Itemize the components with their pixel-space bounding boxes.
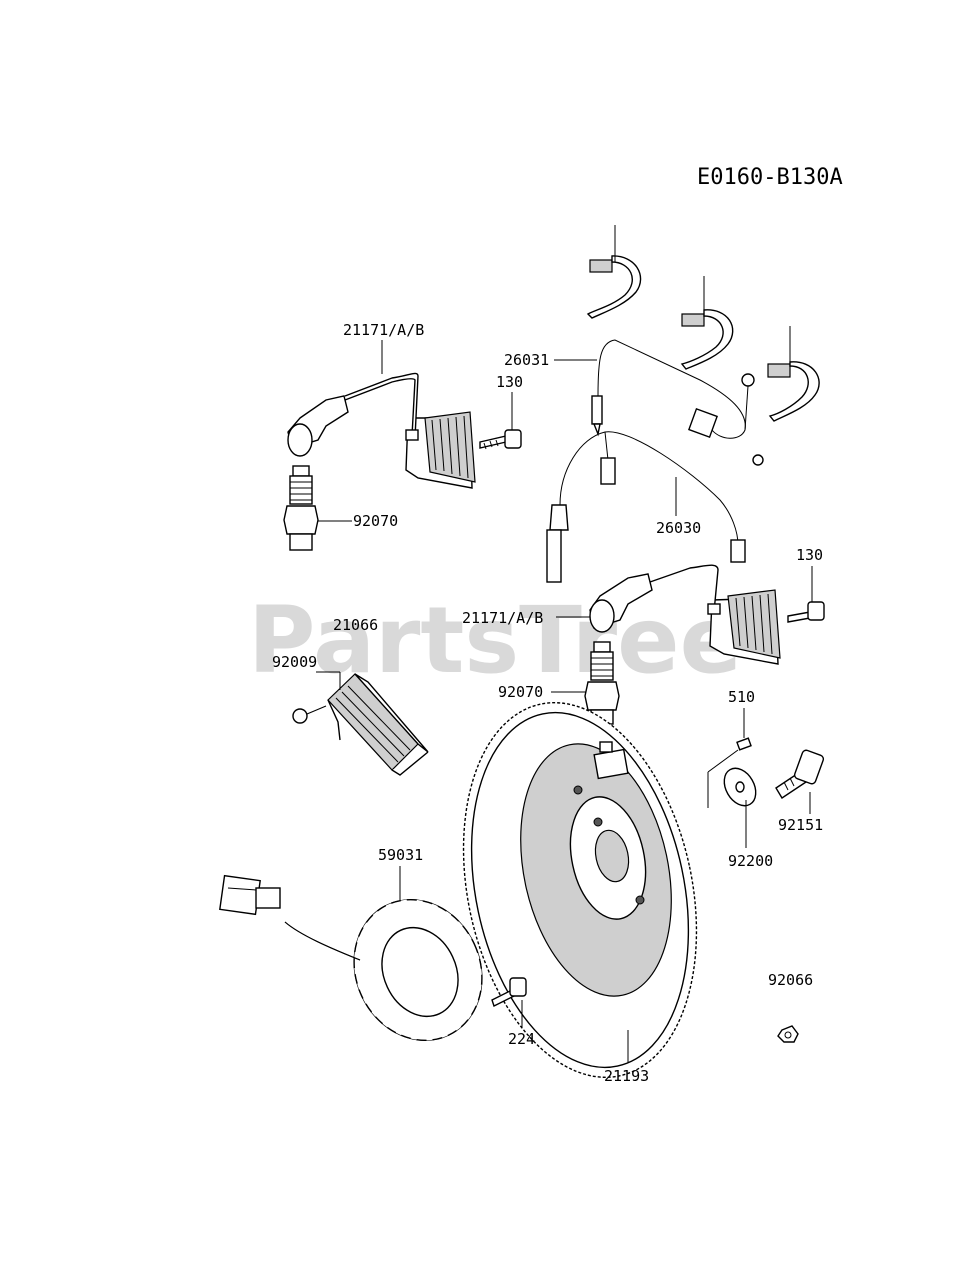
bolt-130-top[interactable] <box>479 429 522 450</box>
label-coil-lower: 21171/A/B <box>462 609 543 627</box>
clip-92072-top[interactable] <box>586 225 642 319</box>
flywheel-21193[interactable] <box>431 681 729 1099</box>
washer-92200[interactable] <box>718 763 762 812</box>
bolt-224[interactable] <box>491 977 527 1007</box>
label-lead-26031: 26031 <box>504 351 549 369</box>
label-plug-top: 92070 <box>353 512 398 530</box>
label-plug-lower: 92070 <box>498 683 543 701</box>
label-stator: 59031 <box>378 846 423 864</box>
screw-92009[interactable] <box>292 705 327 724</box>
bolt-92151[interactable] <box>775 749 825 799</box>
stator-59031[interactable] <box>219 874 505 1062</box>
label-washer-92200: 92200 <box>728 852 773 870</box>
key-510[interactable] <box>736 737 752 751</box>
lead-wire-26030[interactable] <box>546 431 746 583</box>
label-nut-92066: 92066 <box>768 971 813 989</box>
label-bolt-92151: 92151 <box>778 816 823 834</box>
label-coil-top: 21171/A/B <box>343 321 424 339</box>
label-bolt-130-right: 130 <box>796 546 823 564</box>
ignition-coil-lower[interactable] <box>589 564 781 665</box>
label-screw-92009: 92009 <box>272 653 317 671</box>
label-flywheel: 21193 <box>604 1067 649 1085</box>
label-bolt-130-top: 130 <box>496 373 523 391</box>
label-bolt-224: 224 <box>508 1030 535 1048</box>
regulator-21066[interactable] <box>327 673 429 776</box>
label-lead-26030: 26030 <box>656 519 701 537</box>
clip-92072-right[interactable] <box>767 326 820 422</box>
nut-92066[interactable] <box>777 1025 799 1043</box>
bolt-130-right[interactable] <box>787 601 825 623</box>
label-regulator: 21066 <box>333 616 378 634</box>
label-key-510: 510 <box>728 688 755 706</box>
spark-plug-top[interactable] <box>283 465 319 551</box>
diagram-code: E0160-B130A <box>697 165 843 190</box>
watermark: PartsTree <box>248 587 742 694</box>
ignition-coil-top[interactable] <box>287 372 476 489</box>
spark-plug-lower[interactable] <box>584 641 620 725</box>
lead-wire-26031[interactable] <box>591 339 764 466</box>
clip-92072-middle[interactable] <box>680 276 734 370</box>
